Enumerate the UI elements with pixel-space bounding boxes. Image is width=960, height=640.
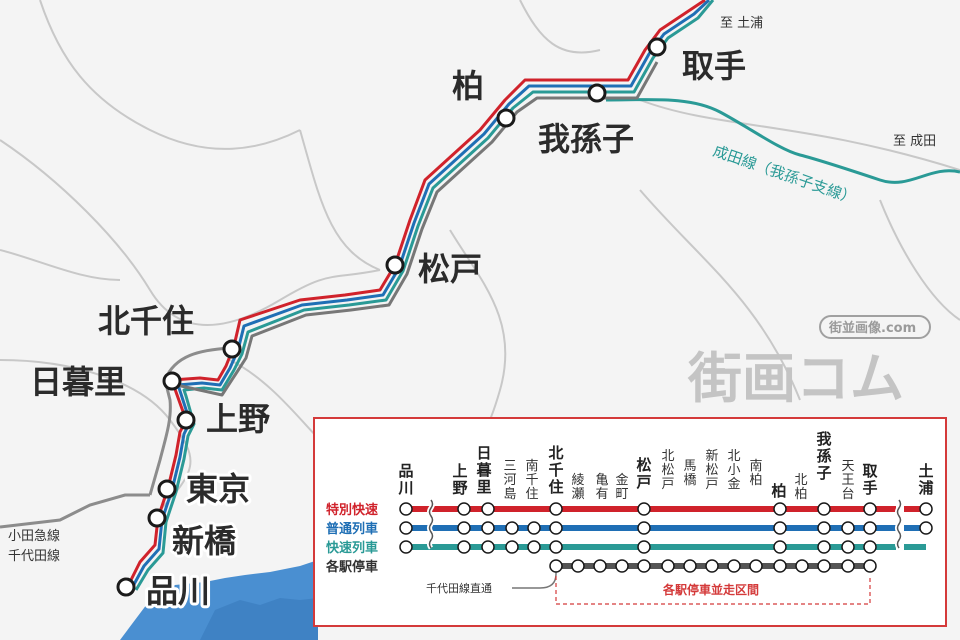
col-kitamatsudo: 北松戸 — [661, 449, 674, 492]
col-kanamachi: 金町 — [615, 472, 628, 502]
station-label-matsudo: 松戸 — [418, 250, 482, 288]
to-tsuchiura-label: 至 土浦 — [720, 16, 763, 31]
station-circle-shimbashi[interactable] — [147, 508, 167, 528]
local-zone-bracket — [555, 576, 871, 605]
chiyoda-line-label: 千代田線 — [8, 548, 60, 564]
to-narita-label: 至 成田 — [893, 134, 936, 149]
legend-rapid: 快速列車 — [326, 540, 378, 556]
col-toride: 取手 — [862, 462, 878, 497]
panel-frame — [313, 417, 947, 627]
station-circle-tokyo[interactable] — [157, 479, 177, 499]
station-circle-abiko[interactable] — [587, 83, 607, 103]
odakyu-line-label: 小田急線 — [8, 528, 60, 544]
station-circle-ueno[interactable] — [176, 410, 196, 430]
station-circle-kashiwa[interactable] — [496, 108, 516, 128]
legend-local: 普通列車 — [326, 521, 378, 537]
col-ayase: 綾瀬 — [571, 472, 584, 502]
col-minamikashiwa: 南柏 — [749, 458, 762, 488]
station-label-shinagawa: 品川 — [146, 572, 210, 610]
legend-rapid-special: 特別快速 — [326, 502, 378, 518]
odakyu-line — [0, 493, 150, 529]
station-circle-matsudo[interactable] — [385, 255, 405, 275]
col-tsuchiura: 土浦 — [918, 462, 933, 497]
col-minamisenju: 南千住 — [525, 458, 538, 502]
col-mabashi: 馬橋 — [683, 459, 696, 488]
station-circle-nippori[interactable] — [162, 371, 182, 391]
legend-local-all-stops: 各駅停車 — [325, 559, 378, 575]
station-circle-toride[interactable] — [647, 37, 667, 57]
stopping-pattern-panel: 品川 上野 日暮里 三河島 南千住 北千住 綾瀬 亀有 金町 松戸 北松戸 馬橋… — [313, 417, 947, 627]
map-stations — [116, 37, 667, 597]
watermark-badge — [819, 315, 931, 339]
watermark-logo: 街画コム 街並画像.com — [687, 315, 931, 410]
col-kashiwa: 柏 — [771, 482, 786, 500]
station-label-shimbashi: 新橋 — [172, 522, 237, 560]
station-label-kitasenju: 北千住 — [98, 302, 194, 340]
col-mikawashima: 三河島 — [503, 459, 516, 502]
chiyoda-direct-connector — [512, 566, 557, 589]
watermark-sub: 街並画像.com — [828, 320, 916, 336]
station-label-toride: 取手 — [682, 47, 746, 85]
narita-line — [605, 98, 960, 184]
bay-detail — [200, 598, 318, 640]
col-nippori: 日暮里 — [475, 444, 492, 496]
col-kameari: 亀有 — [595, 473, 608, 502]
watermark-main: 街画コム — [687, 347, 904, 410]
station-label-tokyo: 東京 — [186, 470, 250, 508]
col-kitakashiwa: 北柏 — [794, 473, 807, 502]
station-label-abiko: 我孫子 — [538, 120, 634, 158]
station-circle-kitasenju[interactable] — [222, 339, 242, 359]
col-matsudo: 松戸 — [636, 456, 651, 491]
col-abiko: 我孫子 — [816, 430, 831, 482]
station-circle-shinagawa[interactable] — [116, 577, 136, 597]
station-label-kashiwa: 柏 — [452, 67, 484, 105]
station-label-nippori: 日暮里 — [30, 363, 126, 401]
col-shinagawa: 品川 — [397, 462, 413, 497]
col-shinmatsudo: 新松戸 — [705, 448, 718, 492]
stop-circles — [399, 502, 933, 573]
col-kitasenju: 北千住 — [548, 444, 563, 496]
col-tennodai: 天王台 — [841, 459, 854, 502]
local-zone-label: 各駅停車並走区間 — [662, 582, 759, 597]
station-label-ueno: 上野 — [206, 400, 270, 438]
col-kitakogane: 北小金 — [727, 449, 740, 492]
col-ueno: 上野 — [452, 462, 467, 497]
chiyoda-direct-label: 千代田線直通 — [426, 581, 492, 595]
